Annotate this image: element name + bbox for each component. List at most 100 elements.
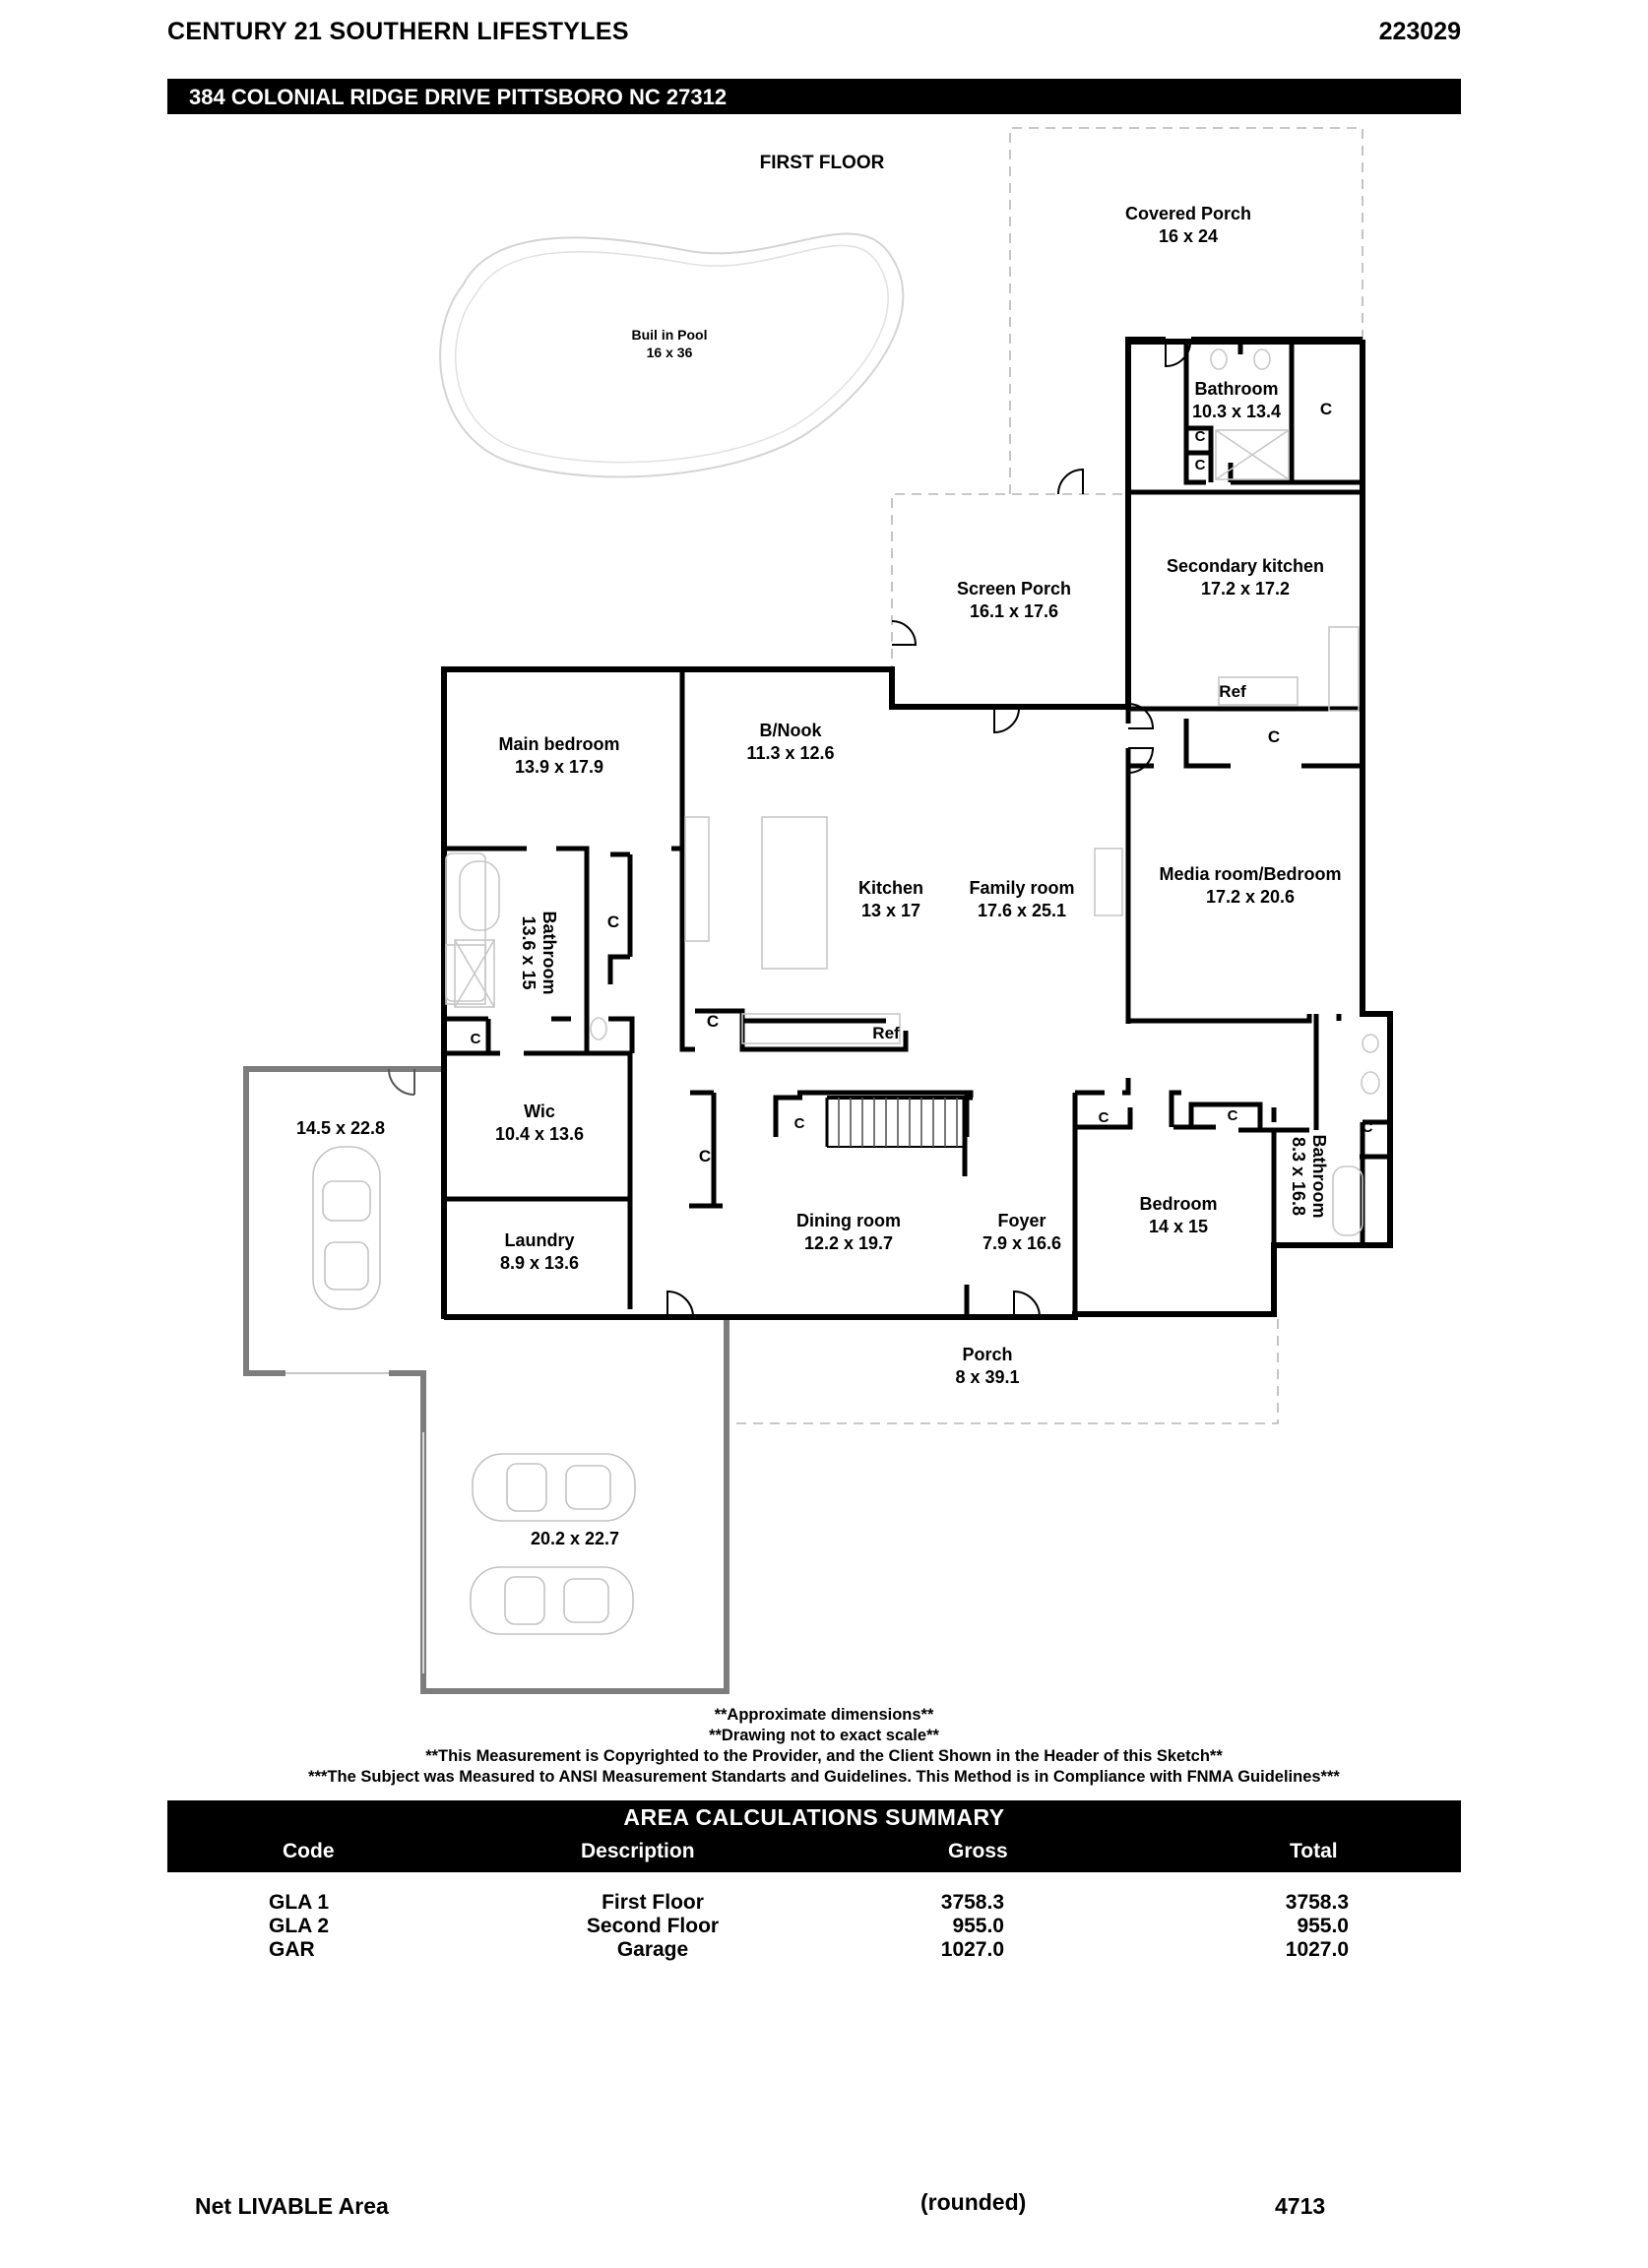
disclaimer-notes: **Approximate dimensions** **Drawing not…	[0, 1705, 1648, 1788]
ref-label: Ref	[1219, 682, 1246, 701]
foyer-label: Foyer	[997, 1211, 1046, 1230]
row-gross: 1027.0	[940, 1938, 1004, 1961]
screen-porch-label: Screen Porch	[957, 579, 1071, 598]
wic-size: 10.4 x 13.6	[495, 1124, 584, 1144]
car-icon	[312, 1146, 381, 1310]
exterior-walls	[441, 337, 1393, 1320]
floor-title: FIRST FLOOR	[760, 153, 885, 173]
property-address: 384 COLONIAL RIDGE DRIVE PITTSBORO NC 27…	[189, 85, 728, 109]
closet-label: C	[1195, 428, 1206, 445]
row-code: GLA 1	[269, 1891, 330, 1914]
col-total: Total	[1290, 1840, 1338, 1862]
col-description: Description	[581, 1840, 695, 1862]
covered-porch-label: Covered Porch	[1125, 204, 1251, 223]
ref-label: Ref	[872, 1024, 900, 1042]
bath-e-size: 8.3 x 16.8	[1289, 1137, 1308, 1216]
pool-outline	[439, 232, 905, 478]
porch-size: 8 x 39.1	[955, 1367, 1019, 1387]
bath-e-label: Bathroom	[1309, 1135, 1329, 1219]
garage-single-size: 14.5 x 22.8	[296, 1118, 385, 1138]
company-name: CENTURY 21 SOUTHERN LIFESTYLES	[167, 18, 629, 45]
pool-inner-outline	[454, 244, 889, 464]
family-room-size: 17.6 x 25.1	[978, 901, 1066, 920]
foyer-size: 7.9 x 16.6	[982, 1233, 1061, 1253]
summary-title: AREA CALCULATIONS SUMMARY	[623, 1804, 1005, 1830]
garage-door-swing	[388, 1068, 415, 1096]
secondary-kitchen-size: 17.2 x 17.2	[1201, 579, 1290, 598]
net-rounded-label: (rounded)	[920, 2189, 1027, 2215]
summary-row: GLA 2 Second Floor 955.0 955.0	[167, 1915, 1461, 1940]
interior-walls	[444, 341, 1390, 1320]
door-swings	[666, 341, 1191, 1318]
row-code: GLA 2	[269, 1915, 330, 1937]
room-labels: FIRST FLOOR Buil in Pool 16 x 36 Covered…	[296, 153, 1342, 1548]
closet-label: C	[1363, 1119, 1373, 1136]
closet-labels: C C C C C C C C C C C C	[471, 400, 1373, 1166]
bathroom-ne-size: 10.3 x 13.4	[1192, 402, 1281, 421]
closet-label: C	[1099, 1109, 1109, 1126]
row-total: 3758.3	[1285, 1891, 1349, 1914]
media-room-label: Media room/Bedroom	[1159, 864, 1341, 884]
kitchen-fixtures	[445, 626, 1363, 1236]
kitchen-label: Kitchen	[858, 878, 923, 898]
row-gross: 3758.3	[940, 1891, 1004, 1914]
bedroom-label: Bedroom	[1139, 1194, 1217, 1214]
col-gross: Gross	[948, 1840, 1008, 1862]
net-livable-value: 4713	[1275, 2193, 1326, 2219]
address-bar: 384 COLONIAL RIDGE DRIVE PITTSBORO NC 27…	[167, 79, 1461, 114]
closet-label: C	[607, 913, 619, 931]
nook-size: 11.3 x 12.6	[746, 743, 834, 763]
row-gross: 955.0	[952, 1915, 1004, 1937]
dining-size: 12.2 x 19.7	[804, 1233, 893, 1253]
net-livable-label: Net LIVABLE Area	[195, 2193, 389, 2219]
wic-label: Wic	[524, 1102, 555, 1121]
covered-porch-size: 16 x 24	[1159, 226, 1218, 246]
closet-label: C	[794, 1115, 805, 1132]
summary-row: GLA 1 First Floor 3758.3 3758.3	[167, 1891, 1461, 1917]
garage-double-size: 20.2 x 22.7	[531, 1529, 619, 1548]
summary-row: GAR Garage 1027.0 1027.0	[167, 1938, 1461, 1964]
bath-fixtures	[454, 348, 1380, 1095]
stairs	[825, 1096, 970, 1148]
note-line: **Drawing not to exact scale**	[709, 1727, 939, 1744]
note-line: **This Measurement is Copyrighted to the…	[425, 1747, 1223, 1765]
closet-label: C	[1195, 457, 1206, 473]
laundry-size: 8.9 x 13.6	[500, 1253, 579, 1273]
row-description: Second Floor	[586, 1915, 720, 1937]
closet-label: C	[471, 1031, 481, 1047]
row-total: 1027.0	[1285, 1938, 1349, 1961]
row-code: GAR	[269, 1938, 315, 1961]
screen-porch-size: 16.1 x 17.6	[970, 601, 1058, 621]
closet-label: C	[1268, 727, 1280, 746]
media-room-size: 17.2 x 20.6	[1206, 887, 1295, 907]
family-room-label: Family room	[969, 878, 1074, 898]
car-icon	[470, 1566, 634, 1635]
closet-label: C	[707, 1012, 719, 1031]
closet-label: C	[1320, 400, 1332, 418]
kitchen-size: 13 x 17	[861, 901, 920, 920]
car-icon	[472, 1453, 636, 1522]
note-line: **Approximate dimensions**	[714, 1706, 934, 1724]
main-bath-label: Bathroom	[539, 912, 559, 995]
bedroom-size: 14 x 15	[1149, 1217, 1208, 1236]
row-total: 955.0	[1297, 1915, 1349, 1937]
closet-label: C	[699, 1147, 711, 1166]
row-description: First Floor	[602, 1891, 704, 1914]
laundry-label: Laundry	[504, 1230, 574, 1250]
pool-size: 16 x 36	[647, 345, 693, 360]
porch-label: Porch	[962, 1345, 1012, 1364]
ref-labels: Ref Ref	[872, 682, 1246, 1042]
area-summary-header: AREA CALCULATIONS SUMMARY Code Descripti…	[167, 1800, 1461, 1872]
closet-label: C	[1228, 1107, 1238, 1124]
sketch-id: 223029	[1378, 18, 1461, 45]
secondary-kitchen-label: Secondary kitchen	[1167, 556, 1324, 576]
col-code: Code	[283, 1840, 335, 1862]
main-bath-size: 13.6 x 15	[519, 915, 539, 989]
bathroom-ne-label: Bathroom	[1195, 379, 1279, 399]
nook-label: B/Nook	[760, 721, 823, 740]
main-bedroom-label: Main bedroom	[498, 734, 619, 754]
dining-label: Dining room	[796, 1211, 901, 1230]
row-description: Garage	[616, 1938, 689, 1961]
main-bedroom-size: 13.9 x 17.9	[515, 757, 603, 777]
